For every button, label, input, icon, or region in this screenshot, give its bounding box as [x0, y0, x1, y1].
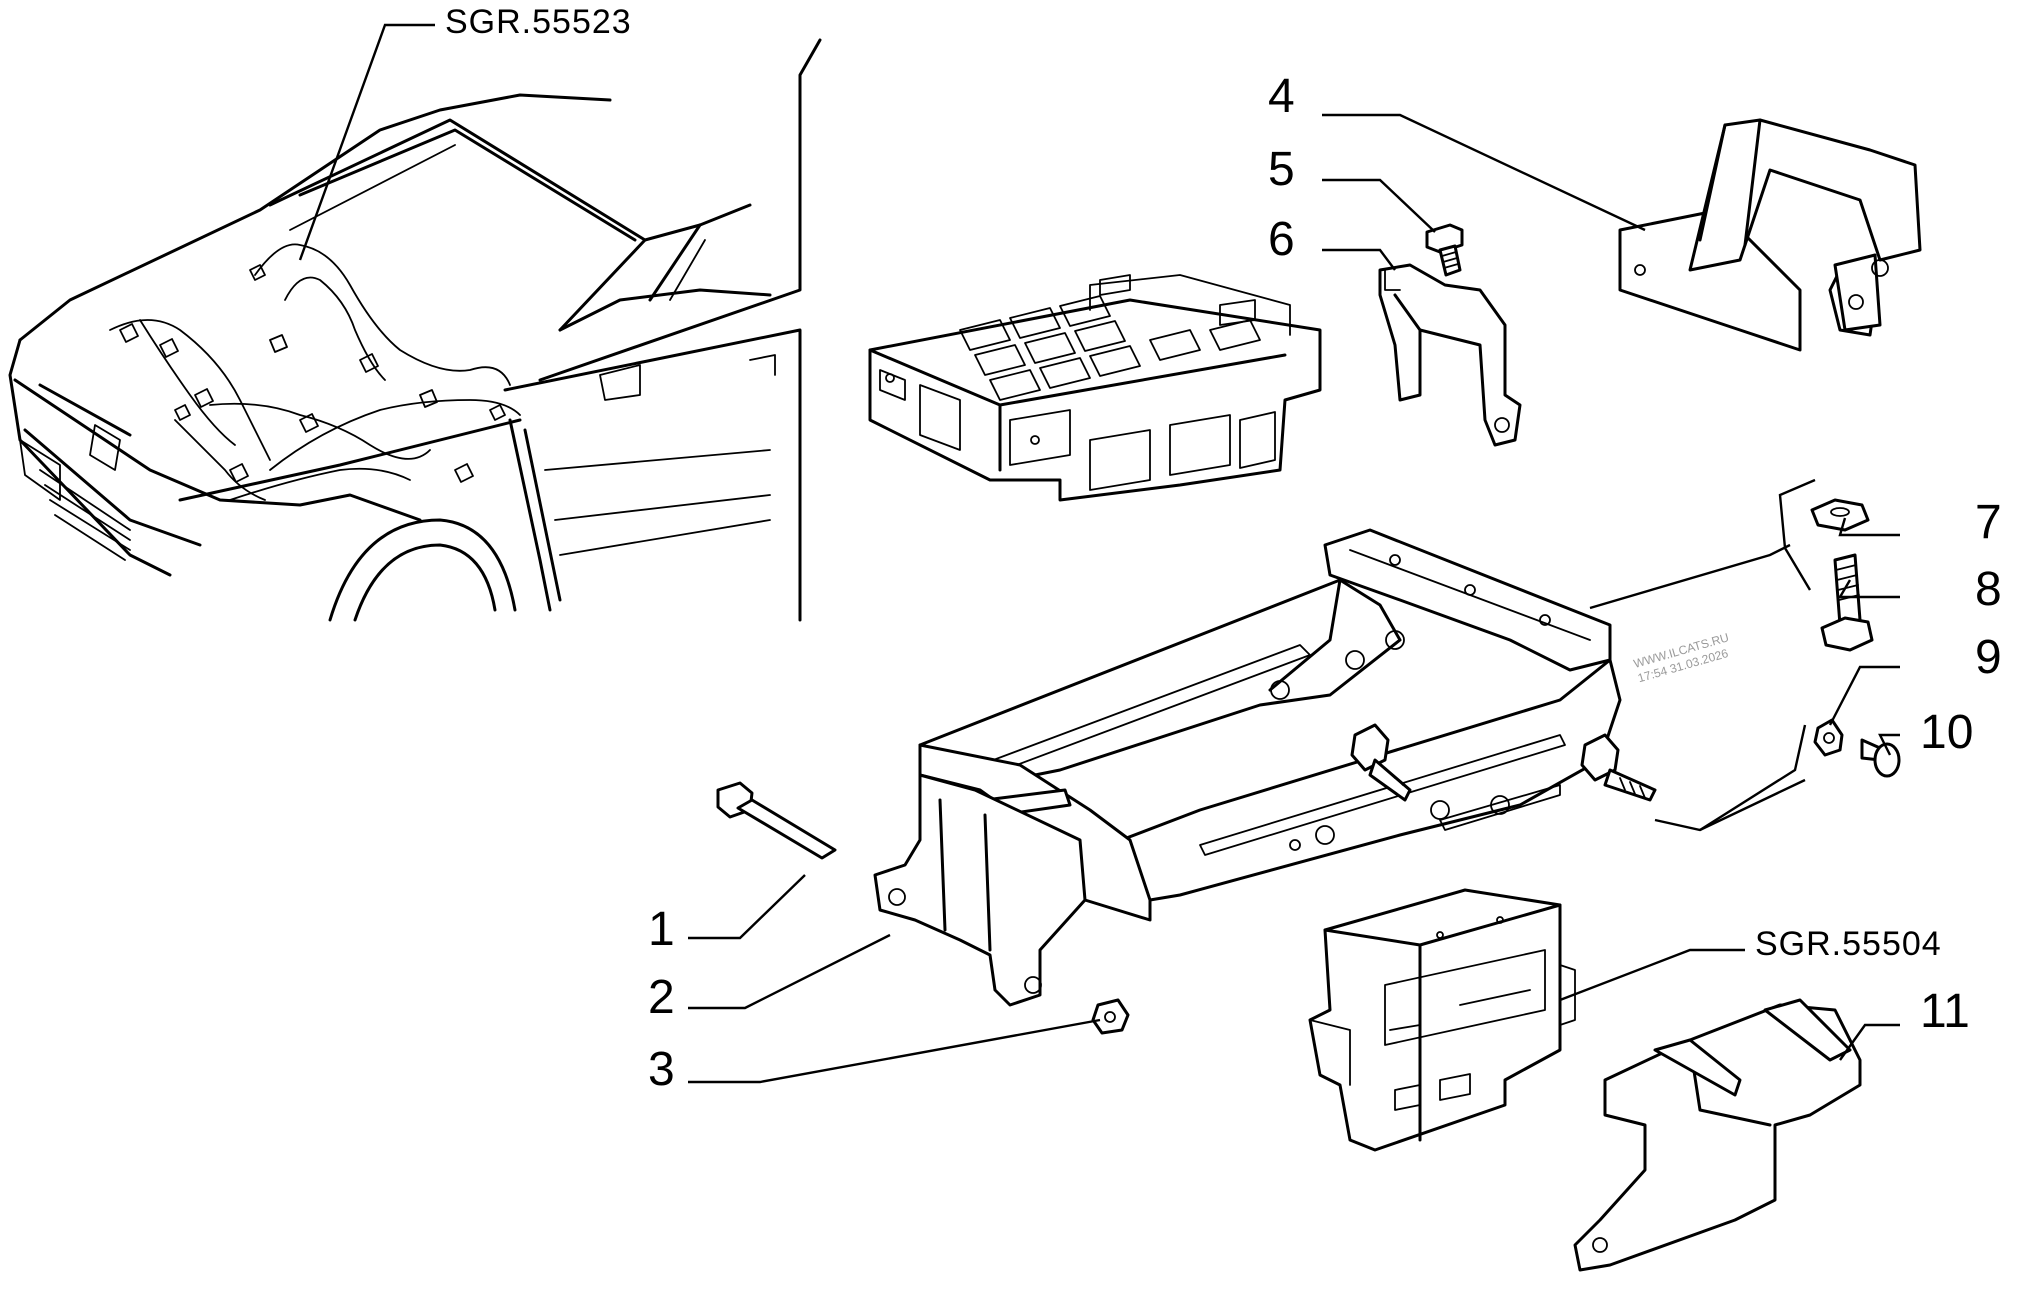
callout-1: 1	[648, 903, 675, 956]
callout-3: 3	[648, 1043, 675, 1096]
part-1-bolt	[716, 781, 837, 860]
ecu-module	[1308, 888, 1576, 1152]
callout-8: 8	[1975, 563, 2002, 616]
part-9-washer	[1813, 718, 1844, 757]
callout-11: 11	[1920, 985, 1970, 1038]
callout-6: 6	[1268, 213, 1295, 266]
callout-labels: 1 2 3 4 5 6 7 8 9 10 11 SGR.55523 SGR.55…	[445, 3, 2002, 1096]
leader-lines	[298, 23, 1900, 1084]
fuse-relay-box	[868, 274, 1322, 502]
part-6-clip	[1378, 263, 1522, 447]
callout-2: 2	[648, 971, 675, 1024]
part-4-bracket	[1618, 118, 1922, 352]
callout-4: 4	[1268, 70, 1295, 123]
reference-sgr-55523: SGR.55523	[445, 3, 632, 41]
reference-sgr-55504: SGR.55504	[1755, 925, 1942, 963]
part-11-cover	[1573, 998, 1862, 1272]
callout-10: 10	[1920, 706, 1973, 759]
callout-5: 5	[1268, 143, 1295, 196]
part-10-plug	[1860, 738, 1901, 778]
part-7-nut	[1810, 498, 1870, 532]
callout-7: 7	[1975, 496, 2002, 549]
callout-9: 9	[1975, 631, 2002, 684]
part-5-screw	[1425, 223, 1464, 277]
support-frame	[873, 528, 1657, 1007]
car-with-harness-illustration	[8, 38, 822, 622]
part-8-stud	[1820, 553, 1874, 652]
part-3-clip-nut	[1091, 998, 1130, 1035]
watermark: WWW.ILCATS.RU 17:54 31.03.2026	[1632, 630, 1730, 685]
